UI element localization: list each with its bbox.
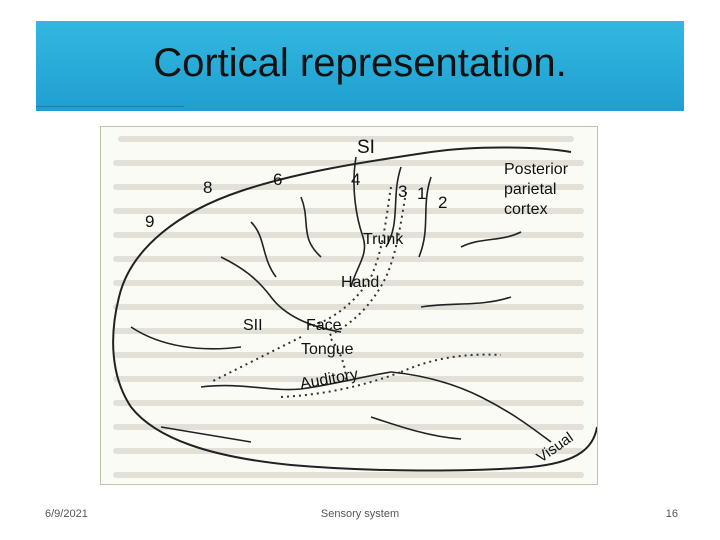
cortex-figure: SI Posterior parietal cortex 8 6 4 3 1 2… xyxy=(100,126,598,485)
label-sii: SII xyxy=(243,317,263,334)
label-area-6: 6 xyxy=(273,170,282,189)
sulci-lines xyxy=(130,156,552,443)
footer-title: Sensory system xyxy=(320,508,400,520)
label-trunk: Trunk xyxy=(363,231,404,248)
brain-outline xyxy=(112,146,597,472)
label-auditory: Auditory xyxy=(299,366,360,393)
label-hand: Hand xyxy=(341,274,379,291)
label-face: Face xyxy=(306,317,342,334)
label-posterior-3: cortex xyxy=(504,201,548,218)
label-area-9: 9 xyxy=(145,212,154,231)
brain-diagram: SI Posterior parietal cortex 8 6 4 3 1 2… xyxy=(112,136,597,478)
label-area-1: 1 xyxy=(417,184,426,203)
dotted-boundaries xyxy=(210,186,502,398)
label-posterior-2: parietal xyxy=(504,181,556,198)
label-area-3: 3 xyxy=(398,182,407,201)
label-tongue: Tongue xyxy=(301,341,354,358)
page-number: 16 xyxy=(665,508,678,520)
label-area-8: 8 xyxy=(203,178,212,197)
label-posterior-1: Posterior xyxy=(504,161,569,178)
label-area-4: 4 xyxy=(351,170,360,189)
title-divider xyxy=(36,106,184,107)
slide-title: Cortical representation. xyxy=(153,41,567,85)
figure-labels: SI Posterior parietal cortex 8 6 4 3 1 2… xyxy=(145,137,577,466)
background-text-ghost xyxy=(113,136,584,478)
title-bar xyxy=(36,21,684,111)
label-area-2: 2 xyxy=(438,193,447,212)
footer-date: 6/9/2021 xyxy=(45,508,88,520)
label-si: SI xyxy=(357,137,375,158)
